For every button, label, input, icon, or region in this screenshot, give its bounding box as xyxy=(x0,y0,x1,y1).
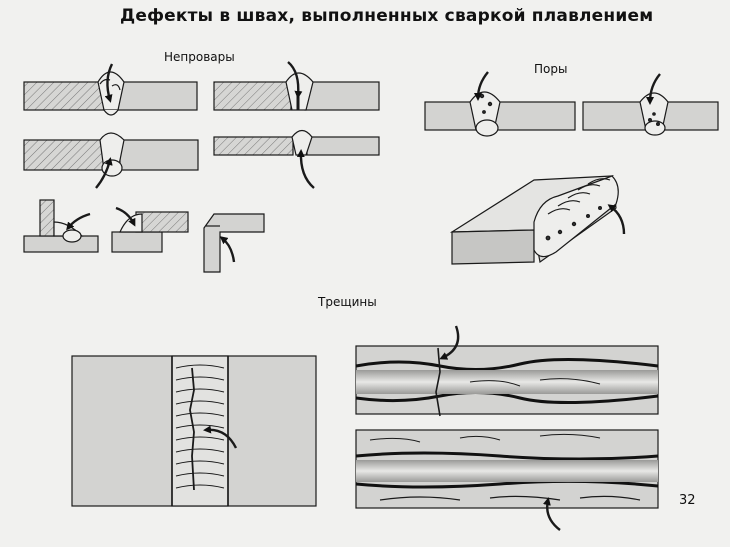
page-number: 32 xyxy=(679,493,696,508)
butt-joint-bottom-defect xyxy=(23,132,199,189)
pores-butt-joint-1 xyxy=(424,71,576,137)
section-label-incomplete-penetration: Непровары xyxy=(164,50,235,64)
page-title: Дефекты в швах, выполненных сваркой плав… xyxy=(120,6,654,26)
lap-joint-defect xyxy=(111,206,189,253)
pores-weld-bead-3d xyxy=(449,174,626,265)
butt-joint-root-defect xyxy=(23,63,198,116)
butt-joint-root-gap-defect xyxy=(213,129,380,189)
tee-joint-defect xyxy=(23,199,99,253)
crack-bead-transverse xyxy=(355,325,659,417)
corner-joint-defect xyxy=(203,213,265,273)
crack-plate-transverse xyxy=(71,355,317,507)
section-label-cracks: Трещины xyxy=(318,295,377,309)
butt-joint-side-defect xyxy=(213,61,380,111)
crack-bead-longitudinal xyxy=(355,429,659,531)
section-label-pores: Поры xyxy=(534,62,568,76)
pores-butt-joint-2 xyxy=(582,73,719,136)
